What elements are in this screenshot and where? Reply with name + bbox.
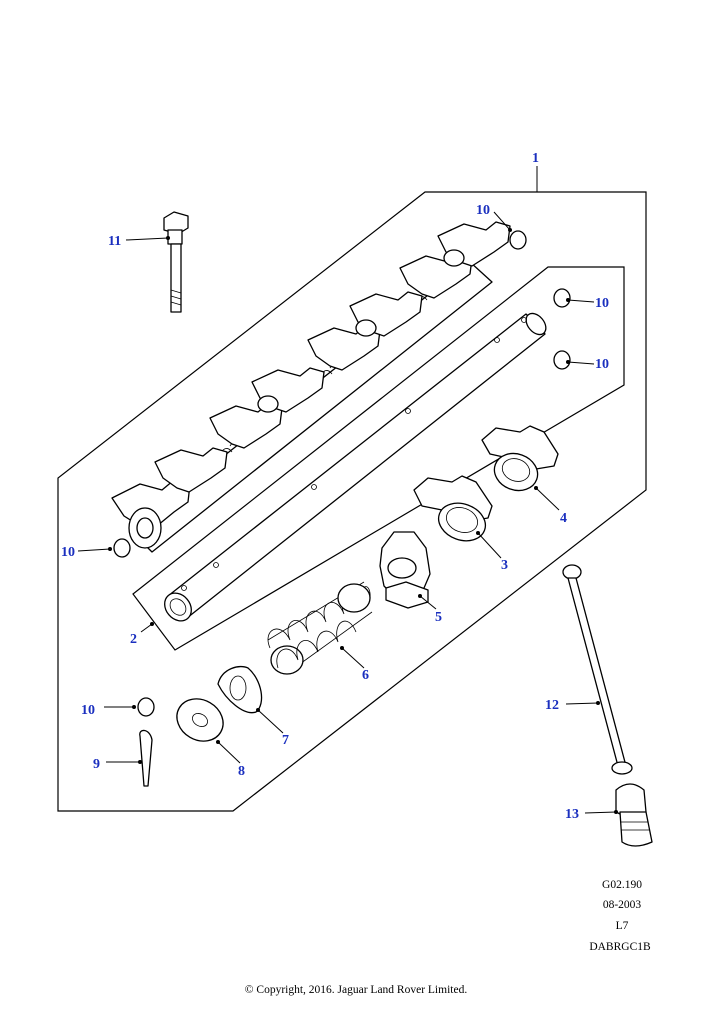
callout-2[interactable]: 2 xyxy=(130,632,137,647)
drawing-variant: L7 xyxy=(616,920,629,932)
callout-10-right-upper[interactable]: 10 xyxy=(595,296,609,311)
tappet xyxy=(615,783,653,847)
callout-5[interactable]: 5 xyxy=(435,610,442,625)
drawing-number: G02.190 xyxy=(602,879,642,891)
rocker-shaft xyxy=(164,312,547,622)
callout-11[interactable]: 11 xyxy=(108,234,121,249)
callout-10-shaft-end[interactable]: 10 xyxy=(61,545,75,560)
bolt xyxy=(163,211,189,313)
callout-10-right-lower[interactable]: 10 xyxy=(595,357,609,372)
callout-10-lower[interactable]: 10 xyxy=(81,703,95,718)
shaft-spring xyxy=(267,581,373,675)
callout-3[interactable]: 3 xyxy=(501,558,508,573)
callout-10-top[interactable]: 10 xyxy=(476,203,490,218)
copyright-notice: © Copyright, 2016. Jaguar Land Rover Lim… xyxy=(245,984,468,996)
assembly-frame xyxy=(57,191,647,812)
lock-plate xyxy=(217,665,263,714)
callout-1[interactable]: 1 xyxy=(532,151,539,166)
drawing-code: DABRGC1B xyxy=(589,941,651,953)
pushrod xyxy=(562,564,633,775)
callout-8[interactable]: 8 xyxy=(238,764,245,779)
rocker-shaft-assembly xyxy=(111,221,511,553)
rocker-arm-left xyxy=(413,475,493,542)
callout-9[interactable]: 9 xyxy=(93,757,100,772)
callout-6[interactable]: 6 xyxy=(362,668,369,683)
drawing-date: 08-2003 xyxy=(603,899,642,911)
washer xyxy=(176,698,224,742)
rocker-arm-set xyxy=(111,221,511,549)
callout-4[interactable]: 4 xyxy=(560,511,567,526)
plug-set xyxy=(113,230,571,717)
drawing-info: G02.190 08-2003 L7 DABRGC1B xyxy=(589,879,651,953)
callout-labels: 1 2 3 4 5 6 7 8 9 10 10 10 10 10 11 12 1… xyxy=(61,151,609,822)
shaft-frame xyxy=(132,266,625,651)
split-pin xyxy=(139,729,153,787)
callout-12[interactable]: 12 xyxy=(545,698,559,713)
leader-lines xyxy=(77,166,618,814)
callout-13[interactable]: 13 xyxy=(565,807,579,822)
callout-7[interactable]: 7 xyxy=(282,733,289,748)
rocker-pedestal xyxy=(379,531,431,609)
rocker-arm-right xyxy=(481,425,559,492)
